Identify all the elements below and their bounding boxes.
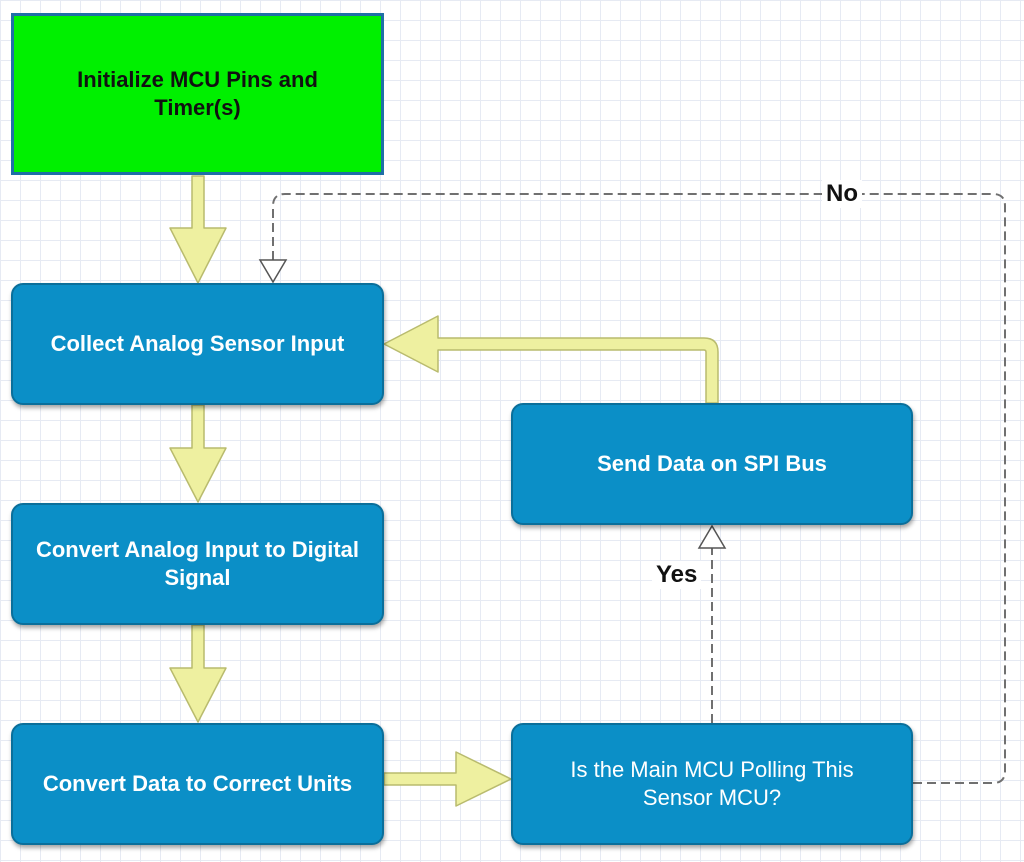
node-convert-adc: Convert Analog Input to Digital Signal — [11, 503, 384, 625]
dashed-edge-no — [272, 193, 1006, 784]
arrowhead-no — [258, 259, 288, 284]
node-convert-adc-label: Convert Analog Input to Digital Signal — [35, 537, 360, 590]
node-decision-polling-label: Is the Main MCU Polling This Sensor MCU? — [570, 757, 854, 810]
node-collect-input: Collect Analog Sensor Input — [11, 283, 384, 405]
edge-label-no: No — [822, 180, 862, 208]
arrow-convert-adc-to-convert-units — [169, 624, 227, 723]
node-initialize-label: Initialize MCU Pins and Timer(s) — [77, 67, 318, 120]
node-collect-input-label: Collect Analog Sensor Input — [50, 331, 345, 356]
arrow-send-to-collect — [383, 315, 719, 404]
node-decision-polling: Is the Main MCU Polling This Sensor MCU? — [511, 723, 913, 845]
node-send-spi: Send Data on SPI Bus — [511, 403, 913, 525]
arrow-convert-units-to-decision — [383, 751, 512, 807]
node-send-spi-label: Send Data on SPI Bus — [597, 451, 827, 476]
arrowhead-yes — [697, 524, 727, 549]
node-convert-units-label: Convert Data to Correct Units — [42, 771, 353, 796]
node-initialize: Initialize MCU Pins and Timer(s) — [11, 13, 384, 175]
arrow-collect-to-convert-adc — [169, 404, 227, 503]
node-convert-units: Convert Data to Correct Units — [11, 723, 384, 845]
edge-label-yes: Yes — [652, 561, 702, 589]
arrow-init-to-collect — [169, 175, 227, 284]
